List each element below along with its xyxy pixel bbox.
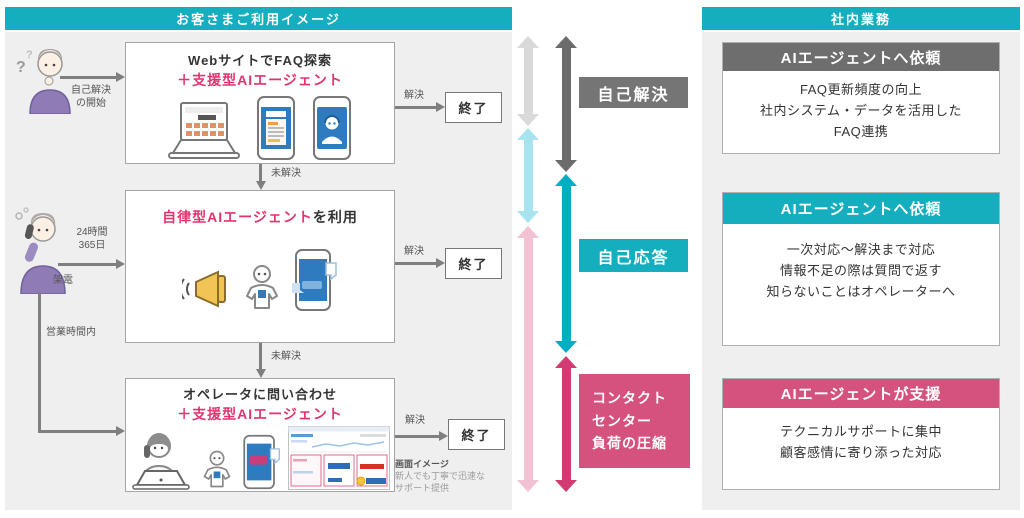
screen-image-caption: 画面イメージ 新人でも丁寧で迅速な サポート提供: [395, 458, 507, 494]
box2-title-highlight: 自律型AIエージェント: [162, 209, 313, 225]
laptop-icon: [168, 102, 240, 165]
end-box-1: 終了: [445, 92, 502, 123]
smartphone-faq-icon: [256, 96, 296, 165]
arrowhead-person2-box2: [116, 259, 125, 269]
arrow-dark-gray-self-solve: [555, 36, 577, 172]
smartphone-chat-icon: [290, 249, 338, 316]
end-box-3: 終了: [448, 419, 505, 450]
flow-box-operator: オペレータに問い合わせ ＋支援型AIエージェント: [125, 378, 395, 492]
support-dashboard-screenshot: [287, 426, 390, 495]
card3-body: テクニカルサポートに集中 顧客感情に寄り添った対応: [779, 424, 942, 460]
connector-person1-box1: [60, 76, 116, 79]
label-unsolved-1: 未解決: [271, 168, 301, 179]
arrow-teal-self-response: [555, 174, 577, 353]
connector-businesshours-vertical: [38, 292, 41, 432]
box1-title: WebサイトでFAQ探索: [188, 53, 332, 68]
label-call: 架電: [53, 275, 73, 286]
badge-contact-center-load: コンタクト センター 負荷の圧縮: [579, 374, 690, 468]
label-self-start: 自己解決 の開始: [71, 85, 111, 109]
connector-box2-box3: [259, 343, 262, 370]
arrowhead-box2-end: [436, 258, 445, 268]
smartphone-chat-small-icon: [239, 434, 281, 495]
arrow-light-cyan: [517, 128, 539, 223]
caption-body: 新人でも丁寧で迅速な サポート提供: [395, 471, 486, 494]
arrow-pink-contact-center: [555, 356, 577, 492]
label-solved-2: 解決: [404, 246, 424, 257]
label-solved-3: 解決: [405, 415, 425, 426]
arrowhead-box2-box3: [255, 369, 266, 378]
card1-header: AIエージェントへ依頼: [723, 43, 999, 71]
card3-header: AIエージェントが支援: [723, 379, 999, 408]
box2-title: 自律型AIエージェントを利用: [126, 207, 394, 227]
customer-panel-title: お客さまご利用イメージ: [176, 12, 341, 27]
arrow-light-pink: [517, 226, 539, 492]
connector-box1-end: [395, 106, 436, 109]
end-label-1: 終了: [458, 101, 489, 116]
operator-icon: [131, 432, 195, 495]
card-ai-agent-request-2: AIエージェントへ依頼 一次対応〜解決まで対応 情報不足の際は質問で返す 知らな…: [722, 192, 1000, 346]
badge-self-solve-label: 自己解決: [597, 86, 670, 104]
box2-title-suffix: を利用: [312, 209, 358, 225]
label-solved-1: 解決: [404, 90, 424, 101]
smartphone-chatbot-icon: [312, 96, 352, 165]
connector-box2-end: [395, 262, 436, 265]
arrowhead-box1-box2: [255, 181, 266, 190]
connector-person2-box2: [58, 263, 116, 266]
connector-box3-end: [395, 435, 439, 438]
arrowhead-businesshours-box3: [116, 426, 125, 436]
label-unsolved-2: 未解決: [271, 351, 301, 362]
box1-subtitle: ＋支援型AIエージェント: [177, 72, 343, 88]
badge-self-response-label: 自己応答: [597, 249, 670, 267]
badge-self-response: 自己応答: [579, 239, 688, 272]
end-box-2: 終了: [445, 248, 502, 279]
connector-box1-box2: [259, 164, 262, 182]
card-ai-agent-request-1: AIエージェントへ依頼 FAQ更新頻度の向上 社内システム・データを活用した F…: [722, 42, 1000, 154]
svg-text:?: ?: [26, 49, 33, 61]
card1-body: FAQ更新頻度の向上 社内システム・データを活用した FAQ連携: [759, 82, 963, 139]
flow-box-faq-search: WebサイトでFAQ探索 ＋支援型AIエージェント: [125, 42, 395, 164]
customer-phone-icon: [12, 206, 68, 299]
arrow-light-gray: [517, 36, 539, 126]
badge-self-solve: 自己解決: [579, 77, 688, 108]
customer-panel-header: お客さまご利用イメージ: [5, 7, 512, 30]
connector-businesshours-horizontal: [38, 430, 116, 433]
internal-panel-header: 社内業務: [702, 7, 1020, 30]
end-label-3: 終了: [461, 428, 492, 443]
card-ai-agent-support: AIエージェントが支援 テクニカルサポートに集中 顧客感情に寄り添った対応: [722, 378, 1000, 490]
card2-header: AIエージェントへ依頼: [723, 193, 999, 224]
megaphone-icon: [179, 267, 234, 316]
robot-small-icon: [202, 448, 232, 495]
caption-title: 画面イメージ: [395, 459, 449, 469]
end-label-2: 終了: [458, 257, 489, 272]
robot-icon: [244, 263, 280, 316]
svg-text:?: ?: [16, 59, 26, 76]
card2-body: 一次対応〜解決まで対応 情報不足の際は質問で返す 知らないことはオペレーターへ: [766, 242, 956, 299]
box3-title: オペレータに問い合わせ: [182, 387, 337, 402]
badge-contact-center-load-label: コンタクト センター 負荷の圧縮: [592, 390, 667, 452]
box3-subtitle: ＋支援型AIエージェント: [177, 406, 343, 422]
arrowhead-box3-end: [439, 431, 448, 441]
arrowhead-box1-end: [436, 102, 445, 112]
label-business-hours: 営業時間内: [46, 327, 96, 338]
label-hours: 24時間 365日: [76, 227, 108, 251]
internal-panel-title: 社内業務: [830, 12, 891, 27]
arrowhead-person1-box1: [116, 72, 125, 82]
customer-thinking-icon: ? ?: [14, 44, 74, 119]
flow-box-autonomous-agent: 自律型AIエージェントを利用: [125, 190, 395, 343]
